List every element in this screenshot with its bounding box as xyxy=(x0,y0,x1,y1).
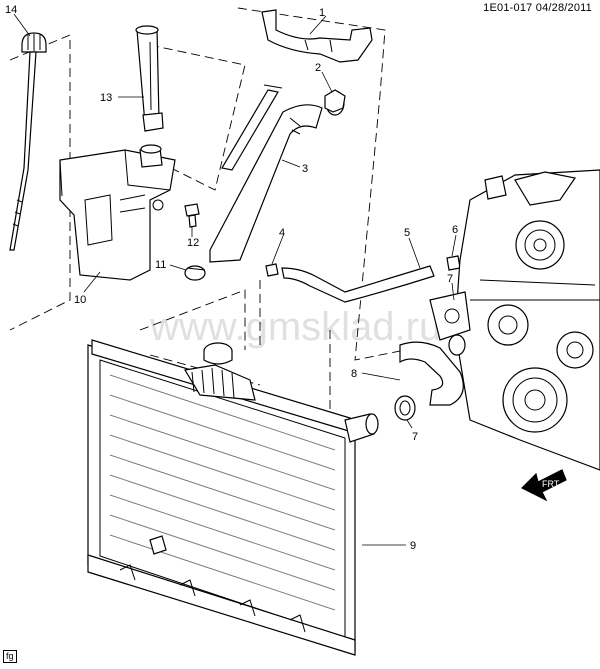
callout-6: 6 xyxy=(452,224,458,236)
callout-10: 10 xyxy=(74,294,86,306)
diagram-date: 04/28/2011 xyxy=(535,2,592,14)
part-9-radiator xyxy=(87,339,379,656)
part-8-lower-hose xyxy=(399,334,466,406)
part-6-clip xyxy=(446,255,461,271)
part-14-level-gauge xyxy=(9,32,47,251)
part-10-surge-tank xyxy=(59,144,176,281)
leader-lines xyxy=(13,13,457,546)
callout-labels: 1 2 3 4 5 6 7 7 8 9 10 11 12 13 14 xyxy=(5,4,458,552)
callout-11: 11 xyxy=(155,259,166,271)
callout-12: 12 xyxy=(187,237,199,249)
callout-4: 4 xyxy=(279,227,285,239)
callout-7b: 7 xyxy=(412,431,418,443)
callout-13: 13 xyxy=(100,92,112,104)
callout-5: 5 xyxy=(404,227,410,239)
part-7-lower-clamp xyxy=(394,395,416,421)
part-3-upper-hose xyxy=(209,104,323,263)
part-2-hose-clamp xyxy=(324,89,346,116)
footer-tag: fg xyxy=(3,650,17,663)
part-1-hose-lower xyxy=(221,84,283,171)
engine-assembly xyxy=(429,169,600,471)
callout-14: 14 xyxy=(5,4,17,16)
callout-9: 9 xyxy=(410,540,416,552)
part-13-filler-neck xyxy=(135,25,164,132)
front-arrow-label: FRT xyxy=(542,479,560,489)
part-11-hose-clamp xyxy=(184,265,206,281)
front-direction-arrow: FRT xyxy=(520,469,567,502)
part-12-bolt xyxy=(184,203,200,228)
callout-2: 2 xyxy=(315,62,321,74)
part-4-clip xyxy=(265,263,279,277)
part-1-bleed-hose xyxy=(261,9,373,63)
diagram-header: 1E01-017 04/28/2011 xyxy=(483,2,592,14)
watermark-text: www.gmsklad.ru xyxy=(149,305,441,349)
callout-8: 8 xyxy=(351,368,357,380)
callout-7a: 7 xyxy=(447,273,453,285)
part-5-heater-hose xyxy=(281,265,435,303)
callout-3: 3 xyxy=(302,163,308,175)
diagram-id: 1E01-017 xyxy=(483,2,533,14)
callout-1: 1 xyxy=(319,7,325,19)
